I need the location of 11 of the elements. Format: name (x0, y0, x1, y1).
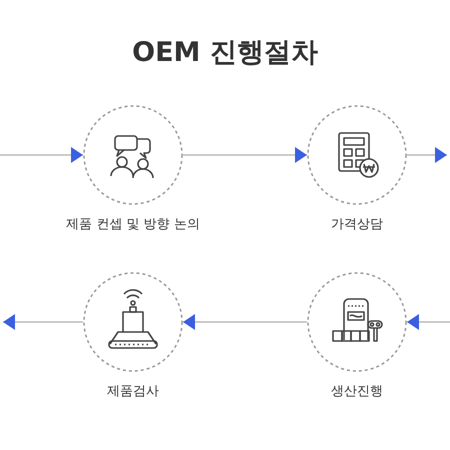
arrow (0, 147, 83, 163)
arrow (407, 147, 447, 163)
step-label: 가격상담 (331, 216, 383, 233)
arrow (183, 314, 307, 330)
title: OEM 진행절차 (132, 36, 318, 70)
step-label: 제품 컨셉 및 방향 논의 (66, 216, 200, 233)
step-label: 제품검사 (107, 383, 159, 400)
arrow (407, 314, 450, 330)
arrow (3, 314, 83, 330)
arrow (183, 147, 307, 163)
step-label: 생산진행 (331, 383, 383, 400)
